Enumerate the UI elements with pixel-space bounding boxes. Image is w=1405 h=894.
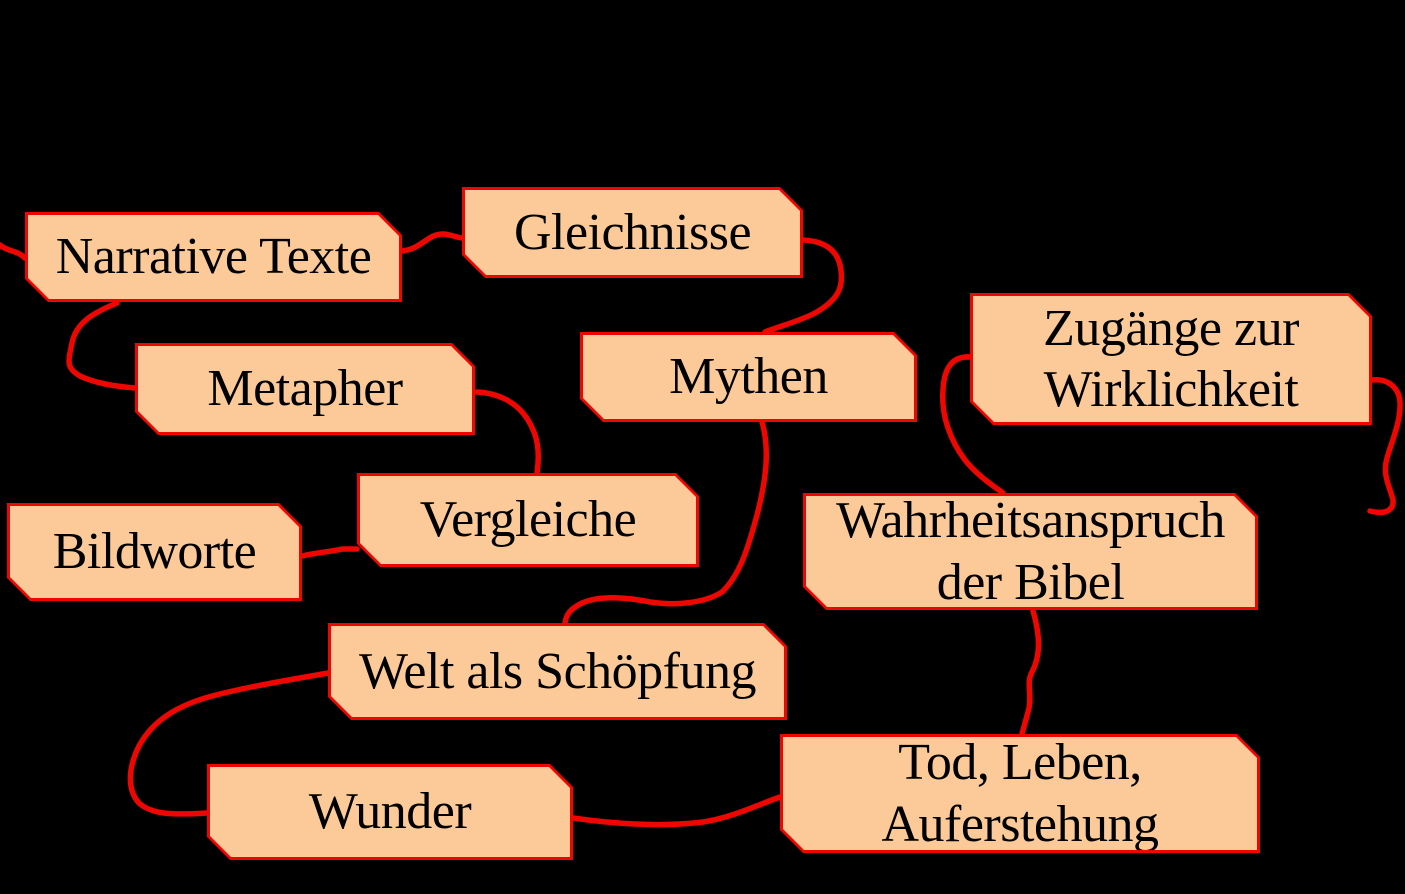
node-fill: Gleichnisse — [465, 190, 800, 275]
connector-narrative-texte-gleichnisse — [399, 231, 465, 254]
node-label: Bildworte — [52, 523, 257, 581]
node-fill: Bildworte — [10, 506, 299, 598]
connector-narrative-texte-left-image-edge — [0, 242, 28, 261]
node-mythen[interactable]: Mythen — [580, 332, 917, 422]
node-label: Zugänge zur Wirklichkeit — [1043, 299, 1299, 418]
node-wahrheitsanspruch-der-bibel[interactable]: Wahrheitsanspruch der Bibel — [803, 493, 1258, 610]
node-bildworte[interactable]: Bildworte — [7, 503, 302, 601]
node-zugaenge-zur-wirklichkeit[interactable]: Zugänge zur Wirklichkeit — [970, 293, 1372, 425]
node-metapher[interactable]: Metapher — [135, 343, 475, 435]
node-label: Wunder — [308, 783, 472, 841]
node-label: Mythen — [669, 348, 828, 406]
connector-bildworte-vergleiche — [299, 546, 360, 559]
node-label: Narrative Texte — [55, 228, 372, 286]
connector-wunder-tod-leben-auferstehung — [570, 794, 783, 828]
node-fill: Mythen — [583, 335, 914, 419]
node-fill: Wahrheitsanspruch der Bibel — [806, 496, 1255, 607]
node-tod-leben-auferstehung[interactable]: Tod, Leben, Auferstehung — [780, 734, 1260, 853]
node-label: Tod, Leben, Auferstehung — [881, 734, 1159, 853]
node-fill: Zugänge zur Wirklichkeit — [973, 296, 1369, 422]
connector-metapher-vergleiche — [474, 389, 542, 476]
node-narrative-texte[interactable]: Narrative Texte — [25, 212, 402, 302]
node-fill: Metapher — [138, 346, 472, 432]
node-fill: Vergleiche — [360, 476, 696, 564]
connector-wahrheitsanspruch-tod-leben-auferstehung — [1019, 608, 1042, 737]
node-label: Gleichnisse — [513, 203, 752, 261]
node-label: Wahrheitsanspruch der Bibel — [836, 492, 1225, 611]
node-vergleiche[interactable]: Vergleiche — [357, 473, 699, 567]
node-gleichnisse[interactable]: Gleichnisse — [462, 187, 803, 278]
node-label: Vergleiche — [419, 491, 637, 549]
node-label: Metapher — [207, 360, 403, 418]
node-fill: Welt als Schöpfung — [331, 626, 784, 717]
node-fill: Narrative Texte — [28, 215, 399, 299]
node-welt-als-schoepfung[interactable]: Welt als Schöpfung — [328, 623, 787, 720]
connector-zugaenge-loose-end-right — [1367, 377, 1403, 516]
node-wunder[interactable]: Wunder — [207, 764, 573, 860]
node-fill: Tod, Leben, Auferstehung — [783, 737, 1257, 850]
connector-narrative-texte-metapher — [66, 300, 138, 391]
node-label: Welt als Schöpfung — [359, 642, 756, 700]
node-fill: Wunder — [210, 767, 570, 857]
